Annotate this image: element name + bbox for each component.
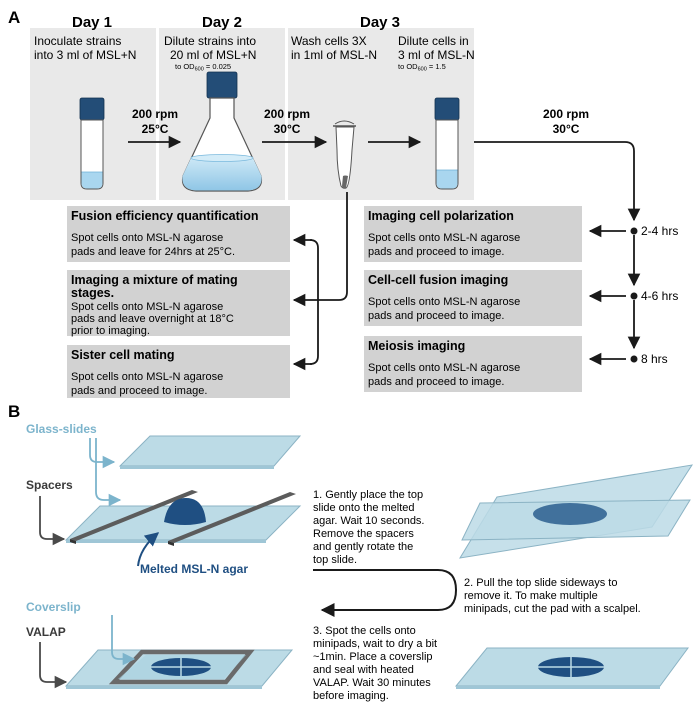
day3-od: to OD600 = 1.5 [398,62,446,73]
step3-line5: VALAP. Wait 30 minutes [313,677,431,689]
step3-line3: ~1min. Place a coverslip [313,651,433,663]
connector-left-bracket [309,239,319,365]
day1-heading: Day 1 [72,14,112,31]
day3-wash-line1: Wash cells 3X [291,34,367,48]
step3-line4: and seal with heated [313,664,414,676]
box-mating-mixture [67,270,290,336]
step2-line1: 2. Pull the top slide sideways to [464,577,617,589]
spacer-left [70,490,198,544]
condition-3-speed: 200 rpm [543,107,589,121]
box-mating-mixture-title2: stages. [71,286,114,300]
stacked-slides [459,464,694,559]
box-fusion-efficiency-line2: pads and leave for 24hrs at 25°C. [71,246,235,258]
box-mating-mixture-title1: Imaging a mixture of mating [71,273,238,287]
label-glass-slides: Glass-slides [26,422,97,436]
box-cell-fusion-line2: pads and proceed to image. [368,310,504,322]
timepoint-label-1: 2-4 hrs [641,224,678,238]
minipad-icon [151,658,211,676]
box-cell-fusion-line1: Spot cells onto MSL-N agarose [368,296,520,308]
box-meiosis-line1: Spot cells onto MSL-N agarose [368,362,520,374]
coverslip-pointer [111,615,136,666]
box-meiosis [364,336,582,392]
flask-icon [181,71,263,192]
box-cell-fusion [364,270,582,326]
day2-od: to OD600 = 0.025 [175,62,231,73]
timepoint-label-3: 8 hrs [641,352,668,366]
box-meiosis-line2: pads and proceed to image. [368,376,504,388]
box-polarization [364,206,582,262]
process-arrow [313,569,458,617]
valap-pointer [39,642,68,689]
step2-line3: minipads, cut the pad with a scalpel. [464,603,641,615]
glass-slides-pointer-2 [95,438,122,507]
spacers-pointer [39,496,66,546]
box-polarization-title: Imaging cell polarization [368,209,514,223]
day3-dilute-line2: 3 ml of MSL-N [398,48,475,62]
label-valap: VALAP [26,625,66,639]
condition-1-temp: 25°C [142,122,169,136]
box-polarization-line1: Spot cells onto MSL-N agarose [368,232,520,244]
box-fusion-efficiency [67,206,290,262]
top-glass-slide [118,435,302,467]
melted-agar-drop [164,498,206,525]
culture-tube-icon-2 [434,97,460,190]
step1-line5: and gently rotate the [313,541,413,553]
step1-line1: 1. Gently place the top [313,489,423,501]
day2-step-line1: Dilute strains into [164,34,256,48]
condition-2-temp: 30°C [274,122,301,136]
timepoint-dot-2 [630,292,638,300]
panel-a-label: A [8,8,20,27]
timepoint-dot-1 [630,227,638,235]
agar-pointer [137,532,160,567]
day3-wash-line2: in 1ml of MSL-N [291,48,377,62]
step3-line1: 3. Spot the cells onto [313,625,416,637]
step1-line4: Remove the spacers [313,528,414,540]
timepoint-label-2: 4-6 hrs [641,289,678,303]
coverslip-assembly [64,649,294,689]
condition-2-speed: 200 rpm [264,107,310,121]
timepoint-dot-3 [630,355,638,363]
spacer-right [168,492,296,546]
box-mating-mixture-line2: pads and leave overnight at 18°C [71,313,234,325]
day2-step-line2: 20 ml of MSL+N [170,48,256,62]
step3-line2: minipads, wait to dry a bit [313,638,437,650]
condition-3-temp: 30°C [553,122,580,136]
day3-dilute-line1: Dilute cells in [398,34,469,48]
step1-line6: top slide. [313,554,357,566]
condition-1-speed: 200 rpm [132,107,178,121]
connector-microtube-to-left [292,192,348,307]
day2-heading: Day 2 [202,14,242,31]
box-meiosis-title: Meiosis imaging [368,339,465,353]
step1-line2: slide onto the melted [313,502,415,514]
label-spacers: Spacers [26,478,73,492]
box-cell-fusion-title: Cell-cell fusion imaging [368,273,508,287]
day3-heading: Day 3 [360,14,400,31]
day1-step-line2: into 3 ml of MSL+N [34,48,136,62]
box-sister-mating-line2: pads and proceed to image. [71,385,207,397]
box-mating-mixture-line3: prior to imaging. [71,325,150,337]
box-fusion-efficiency-line1: Spot cells onto MSL-N agarose [71,232,223,244]
box-fusion-efficiency-title: Fusion efficiency quantification [71,209,259,223]
box-sister-mating-line1: Spot cells onto MSL-N agarose [71,371,223,383]
step2-line2: remove it. To make multiple [464,590,598,602]
panel-b-label: B [8,402,20,421]
box-polarization-line2: pads and proceed to image. [368,246,504,258]
cut-minipads-slide [454,647,689,689]
box-mating-mixture-line1: Spot cells onto MSL-N agarose [71,301,223,313]
box-sister-mating-title: Sister cell mating [71,348,175,362]
label-coverslip: Coverslip [26,600,81,614]
step3-line6: before imaging. [313,690,389,702]
glass-slides-pointer-1 [89,438,116,469]
day1-step-line1: Inoculate strains [34,34,121,48]
box-sister-mating [67,345,290,398]
culture-tube-icon [79,97,105,190]
step1-line3: agar. Wait 10 seconds. [313,515,425,527]
label-agar: Melted MSL-N agar [140,562,248,576]
arrow-tube-to-timeline [474,141,641,222]
microtube-icon [333,120,356,189]
